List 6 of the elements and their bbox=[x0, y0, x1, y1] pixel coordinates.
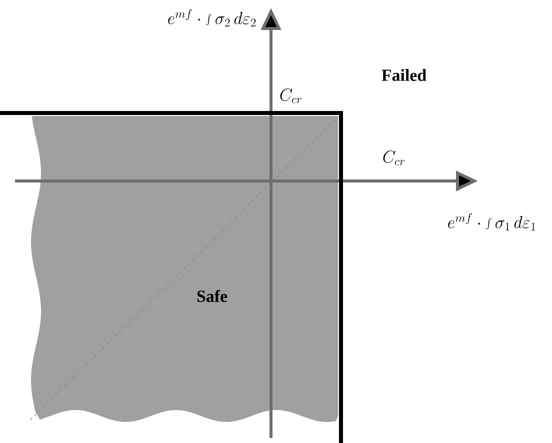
region-label: Failed bbox=[382, 69, 426, 81]
region-label: Safe bbox=[197, 290, 228, 302]
threshold-label: $C_{cr}$ bbox=[383, 150, 405, 166]
axis-label: $e^{mf}\cdot\int\sigma_1\,d\varepsilon_1$ bbox=[448, 213, 536, 231]
threshold-label: $C_{cr}$ bbox=[280, 88, 302, 104]
axis-label: $e^{mf}\cdot\int\sigma_2\,d\varepsilon_2$ bbox=[168, 9, 256, 27]
